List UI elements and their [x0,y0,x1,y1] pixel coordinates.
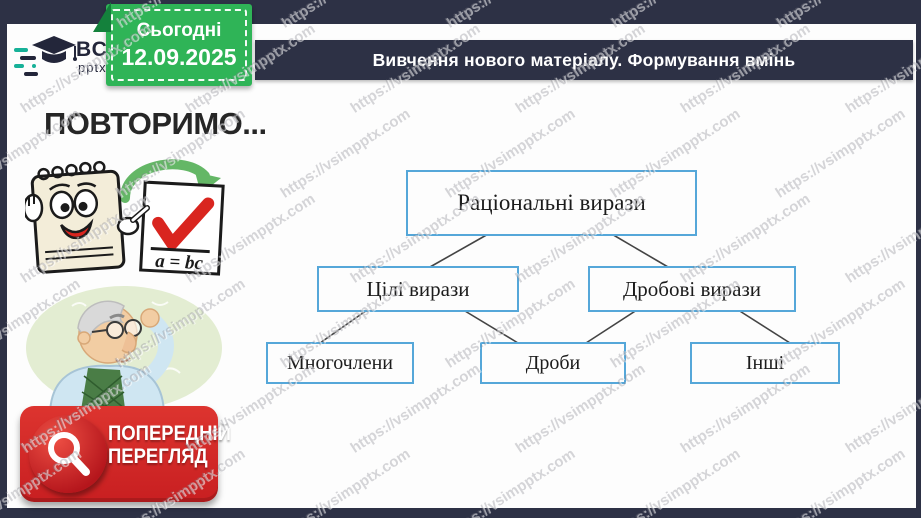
glasses-icon [91,319,142,339]
professor-illustration [12,276,227,417]
rational-expressions-tree: Раціональні вирази Цілі вирази Дробові в… [250,160,910,400]
node-fractions: Дроби [480,342,626,384]
checkmark-icon [152,197,215,250]
lesson-title-bar: Вивчення нового матеріалу. Формування вм… [255,40,913,80]
node-rational-expressions: Раціональні вирази [406,170,697,236]
magnifying-glass-icon [29,415,107,493]
preview-badge: ПОПЕРЕДНІЙ ПЕРЕГЛЯД [20,406,231,502]
node-integer-expressions: Цілі вирази [317,266,519,312]
today-label: Сьогодні [136,20,222,41]
logo-sub-text: pptx [78,60,107,75]
preview-line1: ПОПЕРЕДНІЙ [108,422,231,445]
preview-line2: ПЕРЕГЛЯД [108,445,208,468]
today-date-badge: Сьогодні 12.09.2025 [93,2,252,86]
node-fractional-expressions: Дробові вирази [588,266,796,312]
check-card: a = bc [139,180,225,276]
graduation-cap-icon [14,36,77,76]
notebook-character-illustration: a = bc [22,146,255,276]
section-heading: ПОВТОРИМО... [44,106,267,141]
lesson-title-text: Вивчення нового матеріалу. Формування вм… [372,49,796,70]
today-date: 12.09.2025 [121,44,237,70]
glove-hand-left [22,193,44,223]
badge-dashed-frame: Сьогодні 12.09.2025 [111,9,247,81]
preview-badge-text: ПОПЕРЕДНІЙ ПЕРЕГЛЯД [108,422,231,468]
tree-connectors [319,232,791,344]
node-others: Інші [690,342,840,384]
notebook-body [30,160,126,274]
glove-hand-pointing [116,205,150,236]
node-polynomials: Многочлени [266,342,414,384]
formula-text: a = bc [155,251,204,275]
